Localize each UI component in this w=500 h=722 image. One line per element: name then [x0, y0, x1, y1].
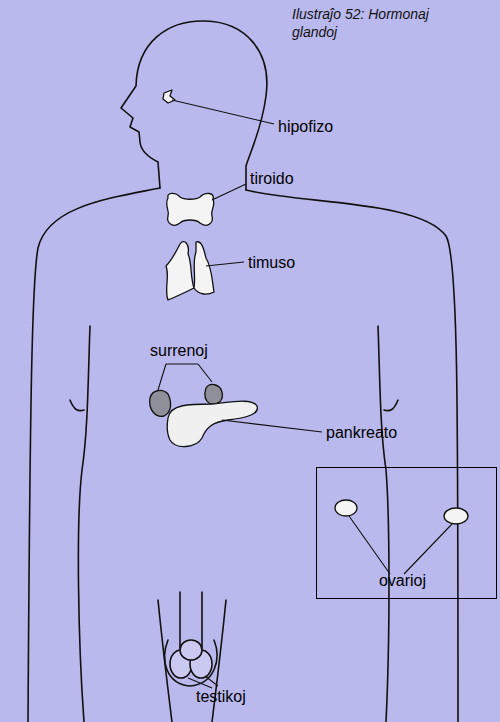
leader-line	[158, 364, 212, 390]
leader-line	[172, 100, 274, 124]
testicle-shape	[180, 640, 202, 660]
part-label: hipofizo	[278, 118, 333, 136]
part-label: pankreato	[326, 424, 397, 442]
body-outline	[28, 188, 160, 722]
figure-title: Ilustraĵo 52: Hormonaj glandoj	[292, 6, 467, 41]
adrenal-gland	[150, 391, 171, 417]
part-label: tiroido	[250, 170, 294, 188]
pancreas-gland	[167, 401, 257, 446]
leader-line	[349, 516, 452, 574]
thymus-gland	[194, 242, 214, 294]
part-label: surrenoj	[150, 342, 208, 360]
inset-box: ovarioj	[316, 467, 497, 599]
ovary-shape	[335, 500, 357, 516]
part-label: testikoj	[196, 688, 246, 706]
thyroid-gland	[167, 193, 214, 225]
adrenal-gland	[205, 385, 223, 405]
ovary-shape	[444, 508, 468, 524]
thymus-gland	[166, 242, 194, 300]
body-outline	[70, 400, 84, 411]
leader-line	[188, 676, 218, 688]
box-label: ovarioj	[379, 572, 426, 590]
pituitary-gland	[163, 90, 175, 103]
leader-line	[206, 262, 244, 266]
body-outline	[384, 400, 398, 411]
leader-line	[212, 184, 246, 200]
body-outline	[78, 326, 90, 722]
part-label: timuso	[248, 254, 295, 272]
body-outline	[246, 190, 458, 722]
body-outline	[378, 326, 389, 722]
leader-line	[222, 420, 322, 432]
